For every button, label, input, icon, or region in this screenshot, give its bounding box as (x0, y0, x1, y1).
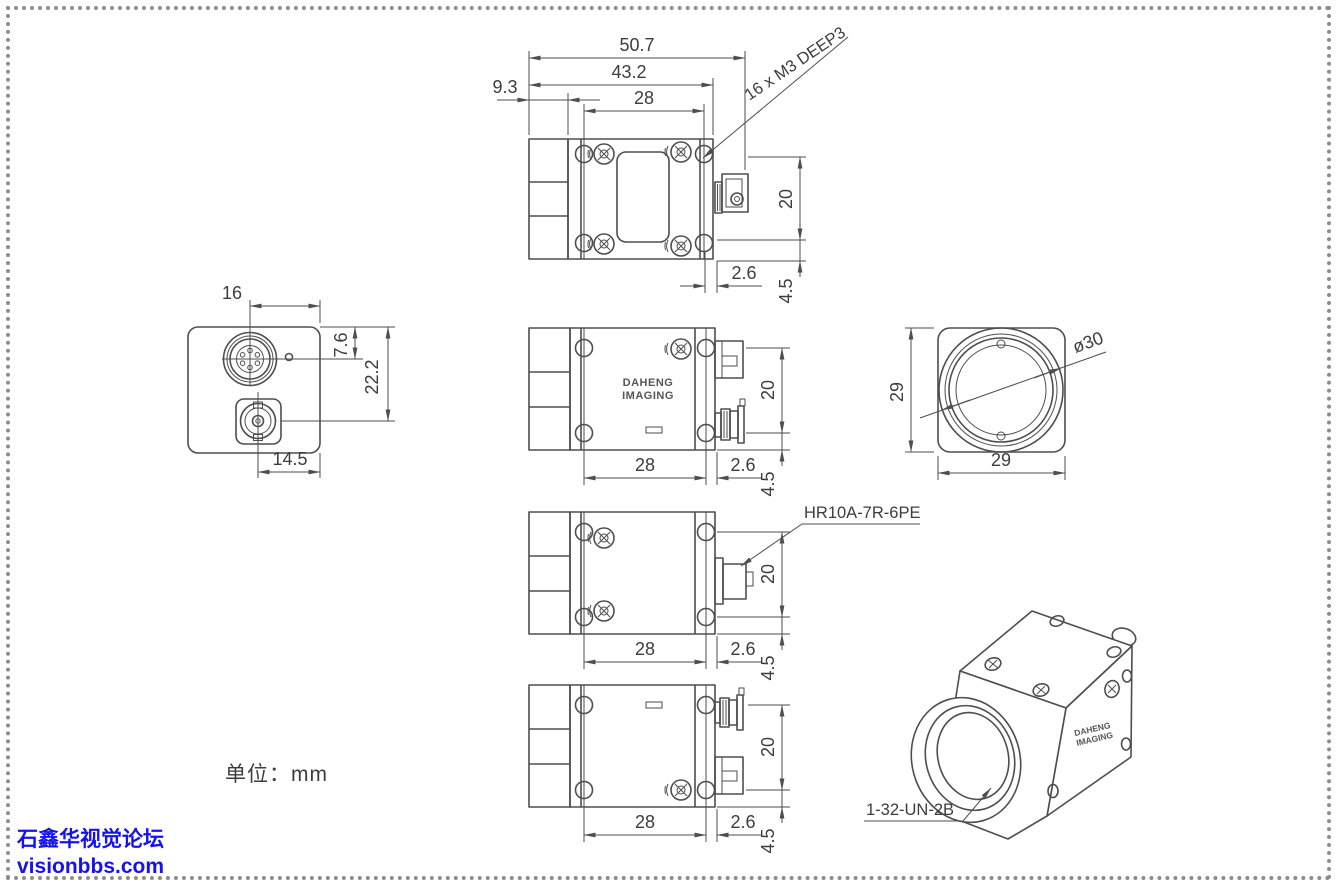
dim-side-bottom-offset: 4.5 (758, 655, 778, 680)
dim-top-bottom-offset: 4.5 (776, 278, 796, 303)
side-view-logo: DAHENG IMAGING 28 2.6 20 (529, 328, 790, 497)
front-view: ø30 29 29 (887, 327, 1107, 480)
dim-side-hole-span: 28 (635, 455, 655, 475)
top-view-dimensions: 50.7 43.2 9.3 28 16 x M3 DEEP3 20 4.5 (492, 24, 848, 304)
screw-icon (664, 338, 692, 360)
dim-side-edge-offset: 2.6 (730, 455, 755, 475)
lens-mount (938, 327, 1064, 453)
thread-note: 16 x M3 DEEP3 (742, 24, 849, 105)
lens-thread-note: 1-32-UN-2B (866, 801, 954, 819)
side-view-hr10a: HR10A-7R-6PE 28 2.6 20 4.5 (529, 504, 920, 681)
top-view-connector (714, 173, 749, 214)
dim-side-hole-height: 20 (758, 737, 778, 757)
hr10a-callout: HR10A-7R-6PE (740, 504, 920, 567)
dim-side-hole-span: 28 (635, 812, 655, 832)
dim-top-flange-depth: 9.3 (492, 77, 517, 97)
watermark-site-name: 石鑫华视觉论坛 (17, 828, 164, 851)
back-view-dimensions: 16 7.6 22.2 14.5 (222, 283, 395, 478)
dim-side-edge-offset: 2.6 (730, 812, 755, 832)
screw-icon (664, 235, 692, 257)
top-view-body (528, 138, 714, 260)
unit-label: 单位：mm (225, 763, 328, 786)
dim-front-lens-diameter: ø30 (1070, 328, 1106, 357)
side-view-bottom: 28 2.6 20 4.5 (529, 685, 790, 854)
dim-side-hole-height: 20 (758, 380, 778, 400)
back-view: 16 7.6 22.2 14.5 (187, 283, 395, 478)
watermark: 石鑫华视觉论坛 visionbbs.com (17, 826, 164, 880)
dim-top-hole-span: 28 (634, 88, 654, 108)
dim-side-hole-height: 20 (758, 564, 778, 584)
iso-top-face-details (984, 614, 1122, 698)
dim-back-connector-y: 7.6 (331, 332, 351, 357)
dim-top-edge-offset: 2.6 (731, 263, 756, 283)
sensor-opening (616, 151, 670, 243)
side-view-bottom-dimensions: 28 2.6 20 4.5 (583, 704, 790, 854)
dim-back-connector-x: 16 (222, 283, 242, 303)
lens-thread-callout: 1-32-UN-2B (864, 787, 992, 822)
dim-front-height: 29 (887, 382, 907, 402)
dim-back-bnc-x: 14.5 (272, 449, 307, 469)
dim-side-hole-span: 28 (635, 639, 655, 659)
back-view-body (187, 326, 321, 454)
side-view-hr10a-dimensions: 28 2.6 20 4.5 (583, 531, 790, 681)
hr10a-plug-connector (714, 557, 754, 605)
brand-logo-line1: DAHENG (623, 377, 674, 389)
dim-top-body-width: 43.2 (611, 62, 646, 82)
connector-note: HR10A-7R-6PE (804, 504, 920, 522)
dim-side-edge-offset: 2.6 (730, 639, 755, 659)
iso-view: DAHENG IMAGING 1-32-UN-2B (864, 610, 1137, 840)
dim-top-overall-width: 50.7 (619, 35, 654, 55)
screw-icon (664, 779, 692, 801)
iso-lens-barrel (910, 696, 1022, 824)
side-view-logo-dimensions: 28 2.6 20 4.5 (583, 347, 790, 497)
dim-back-connector-spacing: 22.2 (362, 359, 382, 394)
top-view: 50.7 43.2 9.3 28 16 x M3 DEEP3 20 4.5 (492, 24, 848, 304)
front-view-dimensions: ø30 29 29 (887, 327, 1107, 480)
brand-logo-line2: IMAGING (622, 390, 674, 402)
watermark-site-url: visionbbs.com (17, 855, 165, 878)
hr10a-receptacle (714, 756, 744, 795)
hr10a-receptacle (714, 340, 744, 379)
dim-side-bottom-offset: 4.5 (758, 471, 778, 496)
bnc-side-connector (714, 687, 745, 731)
bnc-side-connector (714, 398, 746, 444)
led-indicator (284, 352, 294, 362)
dim-top-hole-height: 20 (776, 189, 796, 209)
dim-side-bottom-offset: 4.5 (758, 828, 778, 853)
dim-front-width: 29 (991, 450, 1011, 470)
